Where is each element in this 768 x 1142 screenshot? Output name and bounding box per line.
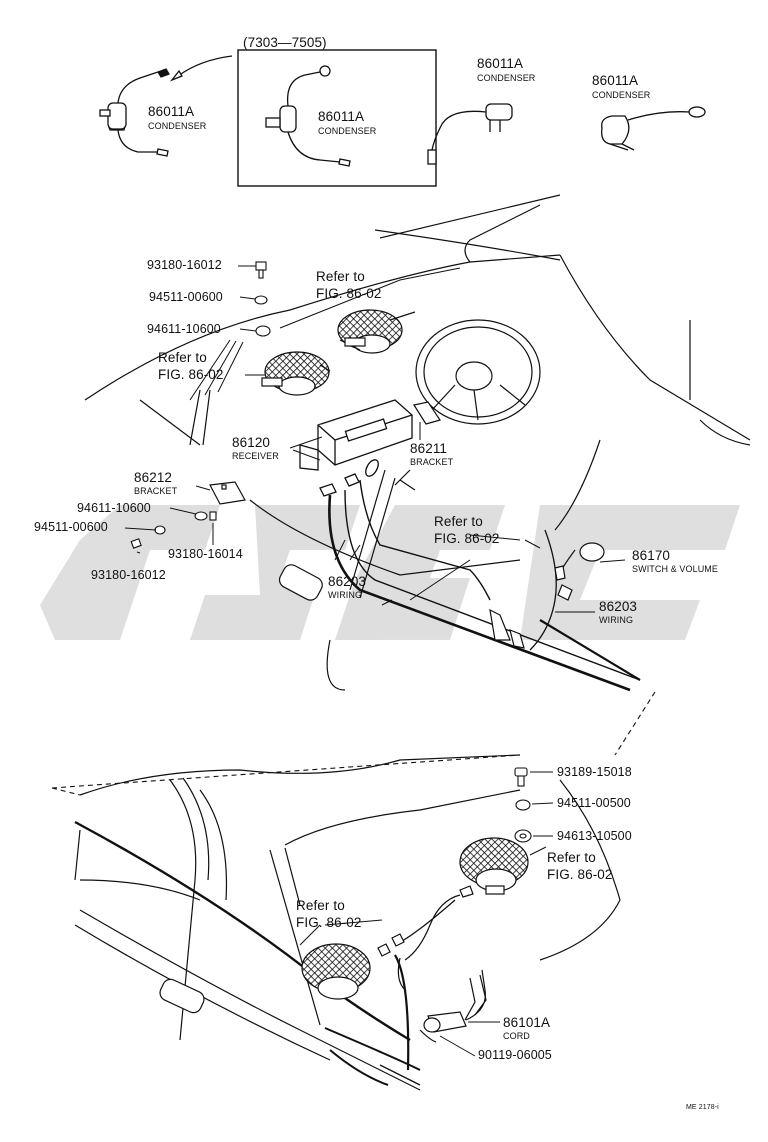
- refer-c-line2: FIG. 86-02: [434, 531, 500, 546]
- refer-e-line1: Refer to: [296, 898, 345, 913]
- label-washer-lower: 94511-00600: [34, 520, 108, 534]
- figure-code: ME 2178-i: [686, 1104, 719, 1111]
- refer-a-line2: FIG. 86-02: [316, 286, 382, 301]
- refer-d-line2: FIG. 86-02: [547, 867, 613, 882]
- front-speaker-left: [261, 351, 331, 396]
- rear-speaker-right: [459, 837, 529, 895]
- label-bolt-upper: 93180-16012: [147, 258, 222, 272]
- label-rear-nut: 94613-10500: [557, 829, 632, 843]
- wiring-right-name: WIRING: [599, 615, 634, 625]
- bracket-left-part: 86212: [134, 470, 173, 485]
- rear-stripes: [74, 820, 421, 1086]
- condenser-group: [99, 49, 706, 187]
- condenser-4-part: 86011A: [592, 73, 639, 88]
- range-note: (7303—7505): [243, 35, 327, 50]
- label-screw-lower: 93180-16014: [168, 547, 243, 561]
- condenser-3-part: 86011A: [477, 56, 524, 71]
- receiver-unit: [299, 399, 413, 497]
- bracket-right-part: 86211: [410, 441, 448, 456]
- rear-car-outline: [74, 754, 621, 1091]
- label-nut-upper: 94611-10600: [147, 322, 221, 336]
- leader-lines: [124, 265, 626, 1057]
- condenser-1-part: 86011A: [148, 104, 195, 119]
- refer-a-line1: Refer to: [316, 269, 365, 284]
- switch-part: 86170: [632, 548, 671, 563]
- label-rear-screw: 93189-15018: [557, 765, 632, 779]
- refer-d-line1: Refer to: [547, 850, 596, 865]
- label-washer-upper: 94511-00600: [149, 290, 223, 304]
- section-divider: [51, 691, 656, 796]
- label-bolt-lower: 93180-16012: [91, 568, 166, 582]
- front-wiring: [328, 479, 641, 692]
- bracket-86212: [209, 481, 246, 505]
- refer-b-line1: Refer to: [158, 350, 207, 365]
- condenser-1-name: CONDENSER: [148, 121, 207, 131]
- label-nut-lower: 94611-10600: [77, 501, 151, 515]
- rear-speaker-left: [301, 943, 371, 1000]
- bracket-86211: [413, 401, 441, 425]
- wiring-center-name: WIRING: [328, 590, 363, 600]
- refer-b-line2: FIG. 86-02: [158, 367, 224, 382]
- bracket-right-name: BRACKET: [410, 457, 454, 467]
- condenser-3-name: CONDENSER: [477, 73, 536, 83]
- refer-c-line1: Refer to: [434, 514, 483, 529]
- rear-wiring: [377, 885, 474, 991]
- front-interior-outline: [84, 194, 751, 691]
- front-speaker-right: [337, 309, 416, 354]
- switch-name: SWITCH & VOLUME: [632, 564, 719, 574]
- wiring-center-part: 86203: [328, 574, 367, 589]
- refer-e-line2: FIG. 86-02: [296, 915, 362, 930]
- condenser-2-name: CONDENSER: [318, 126, 377, 136]
- label-rear-washer: 94511-00500: [557, 796, 631, 810]
- bracket-left-name: BRACKET: [134, 486, 178, 496]
- rear-fasteners: [514, 767, 532, 843]
- cord-part: 86101A: [503, 1015, 551, 1030]
- label-clip: 90119-06005: [478, 1048, 552, 1062]
- condenser-2-part: 86011A: [318, 109, 365, 124]
- wiring-right-part: 86203: [599, 599, 638, 614]
- receiver-name: RECEIVER: [232, 451, 279, 461]
- cord-name: CORD: [503, 1031, 530, 1041]
- condenser-4-name: CONDENSER: [592, 90, 651, 100]
- receiver-part: 86120: [232, 435, 271, 450]
- cord-86101A: [419, 969, 486, 1043]
